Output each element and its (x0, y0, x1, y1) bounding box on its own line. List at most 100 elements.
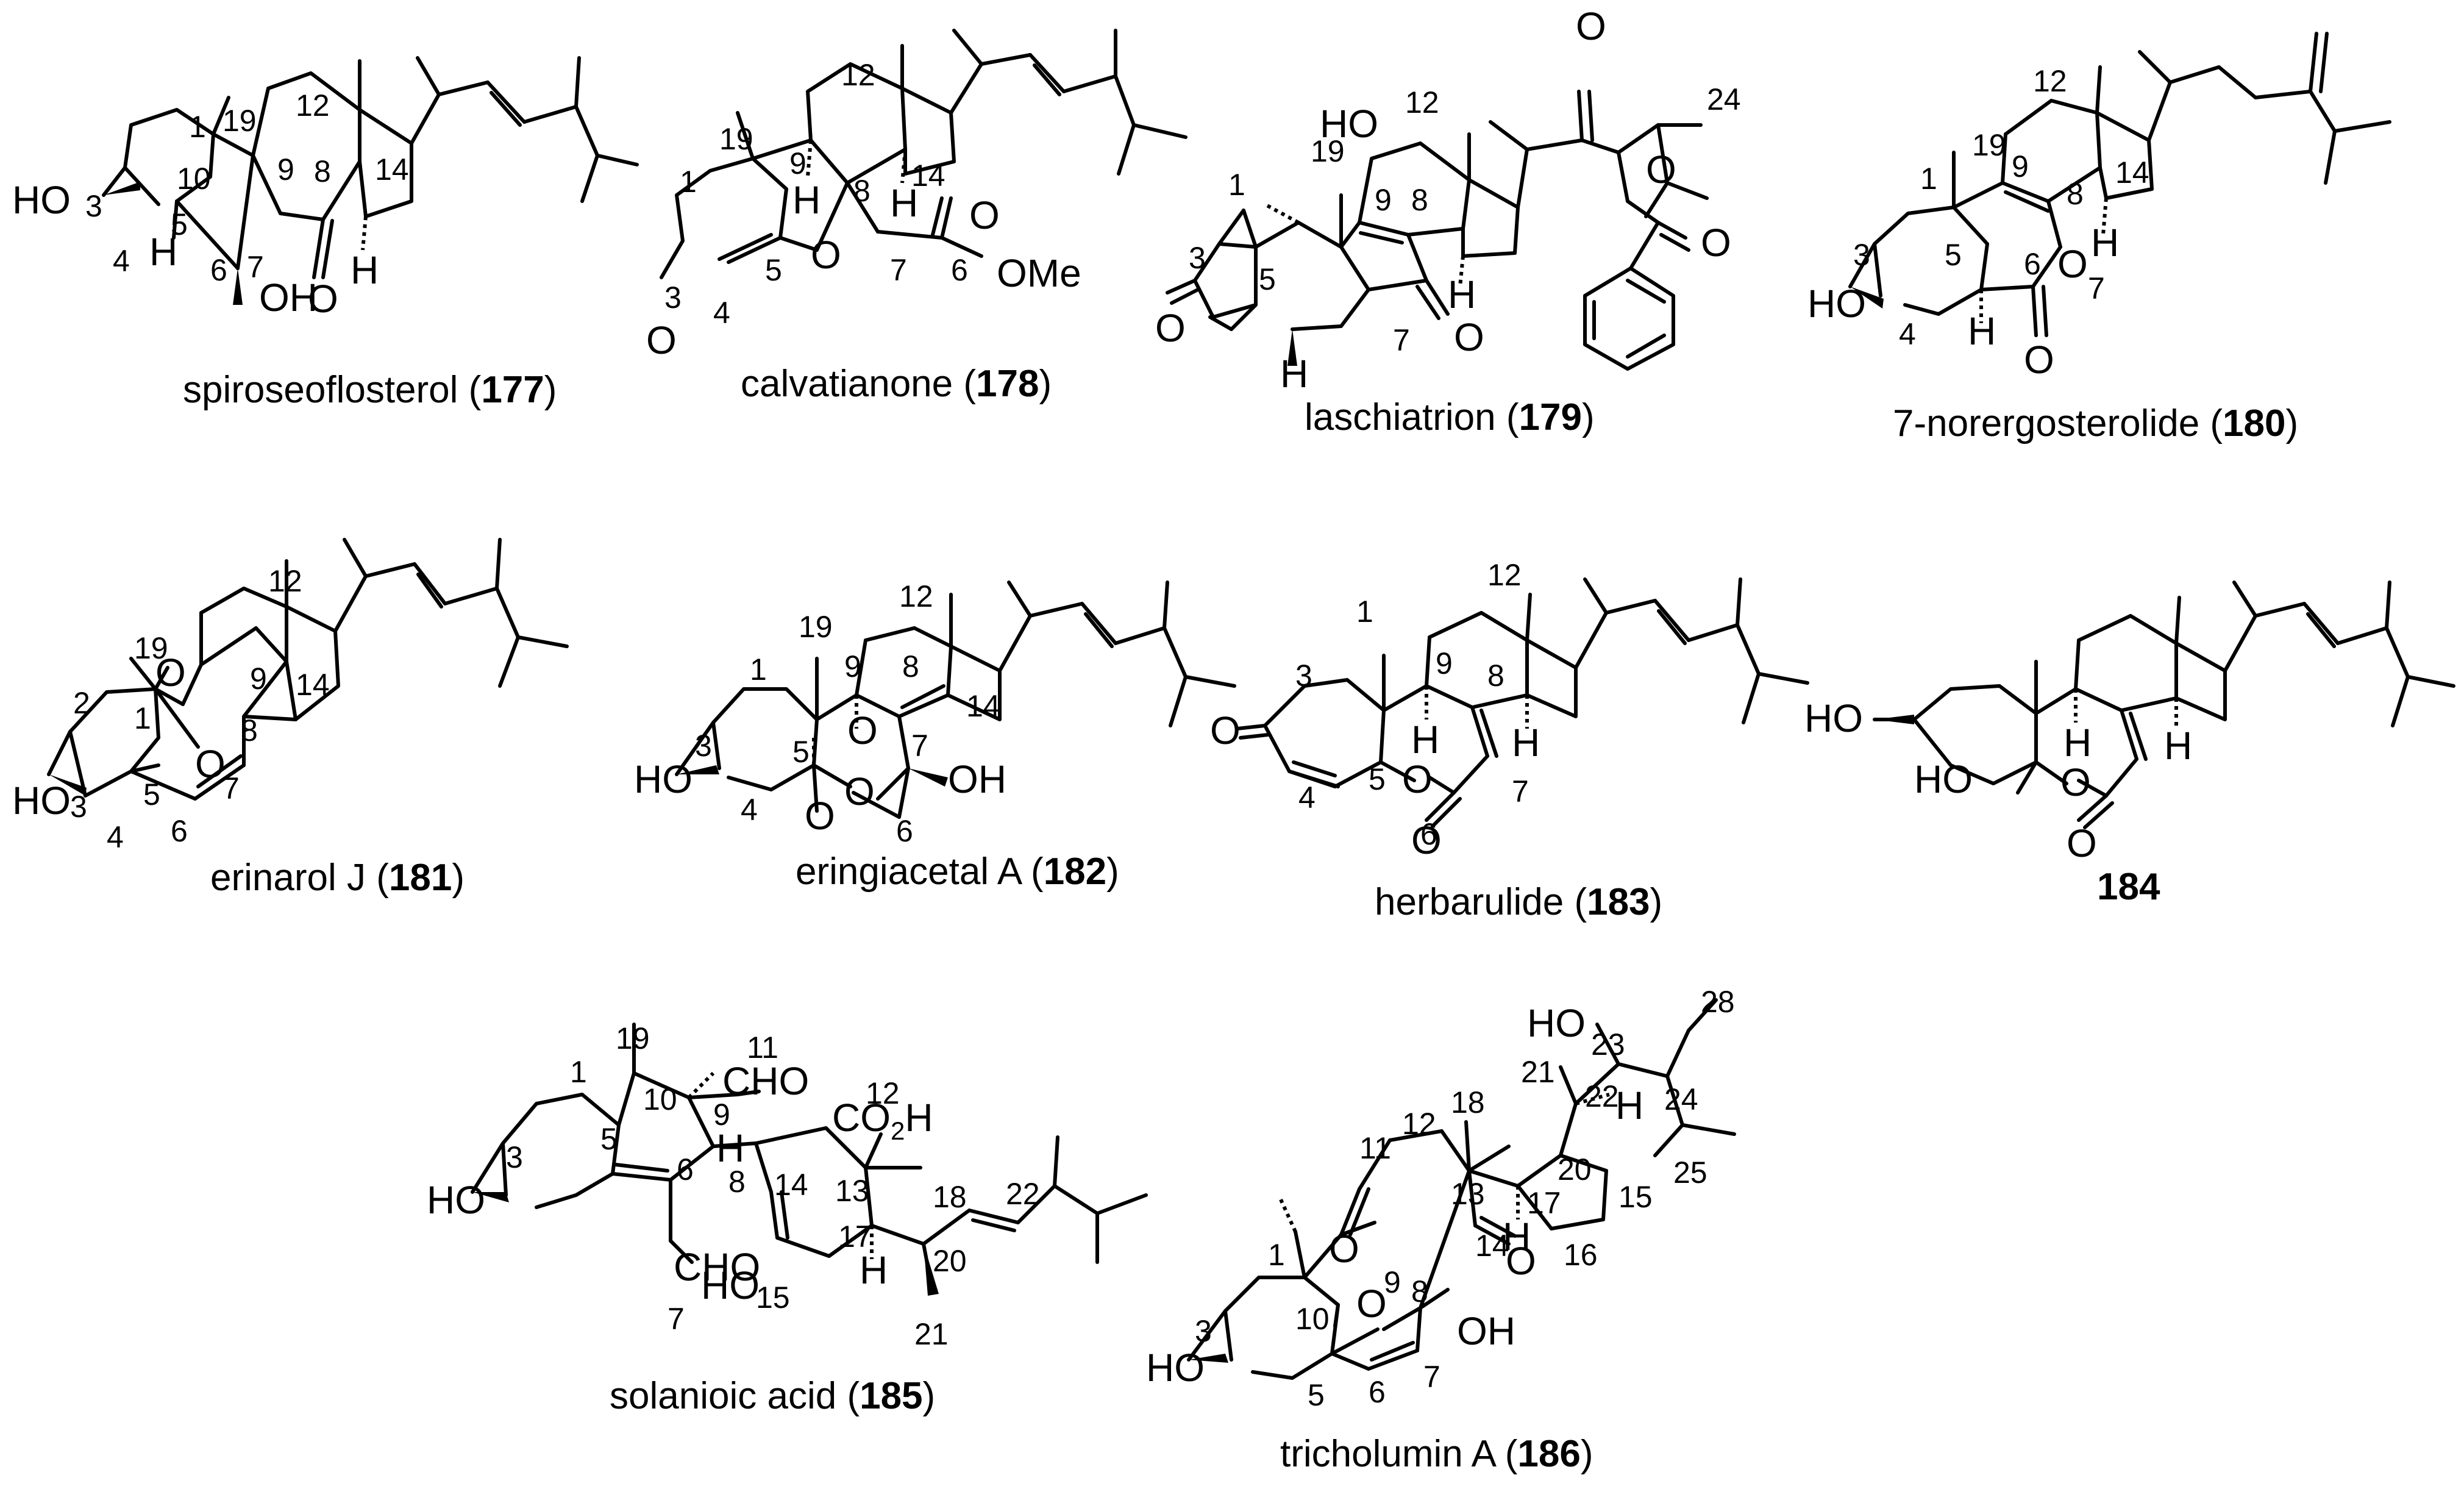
caption-185: solanioic acid (185) (610, 1375, 935, 1417)
num-177-3: 3 (85, 189, 102, 223)
label-182-o9: O (847, 709, 878, 752)
num-185-12: 12 (866, 1076, 900, 1110)
num-180-1: 1 (1920, 162, 1937, 196)
num-183-1: 1 (1356, 595, 1373, 629)
caption-184: 184 (2097, 866, 2160, 908)
num-181-14: 14 (296, 668, 330, 702)
num-182-3: 3 (695, 729, 712, 763)
num-185-20: 20 (933, 1244, 967, 1278)
num-182-8: 8 (902, 649, 919, 684)
num-181-19: 19 (134, 631, 168, 665)
label-177-h14: H (351, 248, 379, 292)
label-181-o2: O (195, 742, 226, 786)
num-178-9: 9 (789, 146, 806, 180)
num-178-8: 8 (853, 174, 871, 208)
num-185-13: 13 (835, 1174, 869, 1208)
num-180-6: 6 (2024, 247, 2041, 281)
num-186-20: 20 (1558, 1152, 1592, 1187)
structure-184: HO HO O O H H 184 (1804, 580, 2455, 908)
num-181-4: 4 (107, 820, 124, 854)
num-178-14: 14 (911, 159, 945, 193)
caption-177: spiroseoflosterol (177) (183, 369, 557, 411)
num-181-12: 12 (268, 564, 302, 598)
label-186-o14: O (1506, 1239, 1536, 1283)
num-181-7: 7 (223, 771, 240, 805)
label-186-oh8: OH (1457, 1309, 1515, 1353)
num-185-19: 19 (616, 1021, 650, 1055)
num-183-9: 9 (1436, 646, 1453, 680)
label-184-h14: H (2164, 724, 2192, 768)
structure-185: CHO CO2H CHO HO HO H H 19 1 10 11 9 12 3… (427, 1021, 1148, 1417)
structure-183: O O O H H 12 1 9 8 3 4 5 6 7 herbarulide… (1210, 558, 1809, 923)
num-179-9: 9 (1375, 183, 1392, 217)
num-182-19: 19 (799, 610, 833, 644)
label-178-o6: O (969, 193, 1000, 237)
num-185-21: 21 (914, 1317, 949, 1351)
structure-180: HO O O H H 12 19 1 9 8 14 3 5 6 7 4 7-no… (1807, 32, 2391, 445)
caption-178: calvatianone (178) (741, 363, 1052, 405)
num-185-14: 14 (774, 1168, 808, 1202)
label-184-h9: H (2063, 721, 2092, 765)
num-178-19: 19 (719, 122, 753, 156)
num-178-5: 5 (765, 253, 782, 287)
num-186-22: 22 (1585, 1079, 1619, 1113)
num-181-8: 8 (241, 713, 258, 748)
label-179-obz: O (1701, 221, 1731, 265)
num-180-19: 19 (1972, 128, 2006, 162)
num-182-12: 12 (899, 579, 933, 613)
label-178-o3: O (646, 318, 677, 362)
num-182-4: 4 (741, 793, 758, 827)
num-185-18: 18 (933, 1180, 967, 1214)
num-183-12: 12 (1487, 558, 1522, 592)
num-179-8: 8 (1411, 183, 1428, 217)
label-182-o5: O (805, 794, 835, 838)
num-186-11: 11 (1359, 1131, 1391, 1165)
label-186-ho3: HO (1146, 1346, 1205, 1390)
num-177-14: 14 (375, 152, 409, 187)
num-180-4: 4 (1899, 317, 1916, 351)
num-182-9: 9 (844, 649, 861, 684)
structure-182: O O O OH HO 12 19 1 9 8 14 3 5 7 4 6 eri… (634, 579, 1236, 893)
num-186-5: 5 (1308, 1378, 1325, 1412)
num-185-11: 11 (747, 1030, 778, 1065)
num-182-1: 1 (750, 652, 767, 687)
label-185-ho3: HO (427, 1178, 485, 1222)
num-177-4: 4 (113, 244, 130, 278)
num-186-15: 15 (1618, 1180, 1653, 1214)
structure-178: O OMe O O H H 12 19 1 9 8 14 3 4 5 7 6 c… (646, 29, 1187, 405)
num-179-24: 24 (1707, 82, 1741, 116)
structure-186: HO HO OH O O O H H 28 23 24 21 22 18 25 … (1146, 985, 1736, 1475)
label-180-h14: H (2091, 221, 2119, 265)
num-179-5: 5 (1259, 262, 1276, 296)
label-183-o6: O (1411, 818, 1442, 862)
label-186-h17: H (1503, 1215, 1531, 1259)
num-177-8: 8 (314, 154, 331, 188)
label-185-co2h: CO2H (832, 1096, 933, 1145)
label-182-oh7: OH (948, 757, 1006, 801)
num-179-12: 12 (1405, 85, 1439, 120)
num-186-24: 24 (1664, 1082, 1698, 1116)
label-186-o9: O (1356, 1282, 1387, 1326)
caption-180: 7-norergosterolide (180) (1893, 402, 2298, 445)
num-177-12: 12 (296, 88, 330, 123)
num-186-3: 3 (1195, 1314, 1212, 1348)
num-181-1: 1 (134, 701, 151, 735)
num-183-3: 3 (1295, 659, 1312, 693)
num-185-15: 15 (756, 1280, 790, 1315)
caption-182: eringiacetal A (182) (796, 851, 1119, 893)
num-183-8: 8 (1487, 659, 1504, 693)
num-186-10: 10 (1295, 1302, 1330, 1336)
num-186-28: 28 (1701, 985, 1735, 1019)
num-179-19: 19 (1311, 134, 1345, 168)
label-181-ho3: HO (12, 779, 71, 823)
num-186-6: 6 (1369, 1375, 1386, 1409)
label-179-o22: O (1576, 4, 1606, 48)
label-185-h8: H (716, 1126, 744, 1170)
num-182-6: 6 (896, 814, 913, 848)
label-178-h14: H (890, 181, 918, 225)
num-185-3: 3 (506, 1140, 523, 1174)
num-180-8: 8 (2067, 177, 2084, 211)
label-178-oring: O (811, 233, 841, 277)
label-182-ho3: HO (634, 757, 693, 801)
num-178-3: 3 (664, 280, 682, 315)
